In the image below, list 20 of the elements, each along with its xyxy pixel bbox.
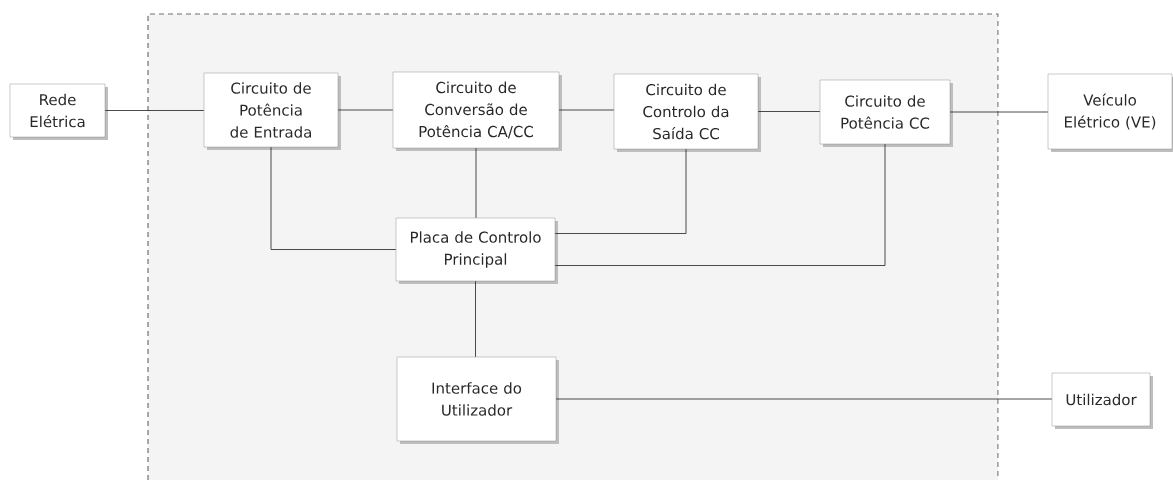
connector-line <box>757 111 821 112</box>
block-box: Utilizador <box>1051 372 1153 429</box>
connector-line <box>555 398 1053 400</box>
block-box: Circuito de Potência CC <box>819 79 953 147</box>
connector-line <box>554 143 886 266</box>
connector-line <box>554 148 687 234</box>
block-box: Circuito de Controlo da Saída CC <box>613 73 761 152</box>
connector-line <box>558 109 615 111</box>
block-box: Interface do Utilizador <box>396 356 559 444</box>
connector-line <box>270 146 397 250</box>
block-box: Rede Elétrica <box>9 83 108 140</box>
block-box: Circuito de Conversão de Potência CA/CC <box>392 71 562 151</box>
block-box: Circuito de Potência de Entrada <box>203 72 341 150</box>
block-box: Placa de Controlo Principal <box>395 217 558 284</box>
connector-line <box>475 147 477 219</box>
connector-line <box>475 280 476 358</box>
connector-line <box>337 109 394 111</box>
block-box: Veículo Elétrico (VE) <box>1047 73 1173 152</box>
connector-line <box>949 111 1049 113</box>
connector-line <box>104 110 205 111</box>
